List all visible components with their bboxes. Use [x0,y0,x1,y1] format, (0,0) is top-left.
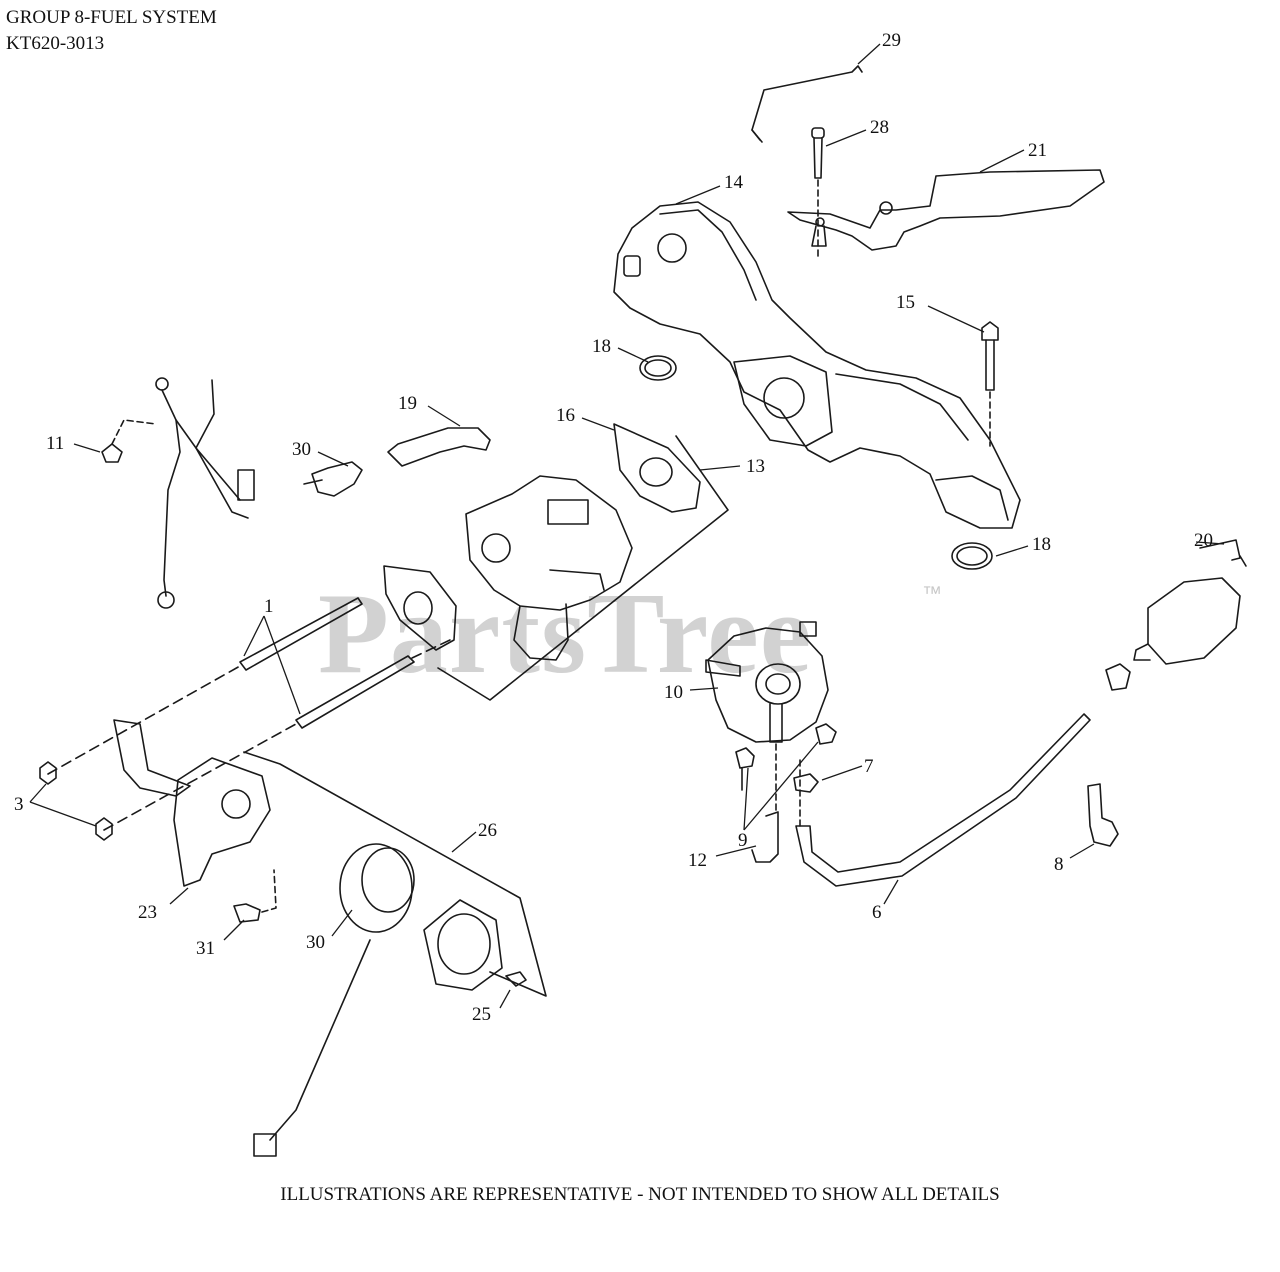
part-7-clamp [793,773,819,793]
part-21-lever [787,169,1105,251]
leader-lines [29,43,1225,1009]
callout-19: 19 [398,393,417,414]
part-3-nut-upper [39,761,57,785]
trademark-mark: ™ [922,583,942,605]
part-25-screw [505,971,527,987]
part-14-intake-manifold [613,201,1021,529]
part-26-bracket-outline [243,751,547,997]
part-16-gasket [613,423,701,513]
part-11-wire-harness [101,377,255,609]
callout-16: 16 [556,405,575,426]
part-19-hose [387,427,491,467]
part-31-bolt [233,903,261,923]
watermark: PartsTree [318,570,813,698]
callout-9: 9 [738,830,748,851]
callout-12: 12 [688,850,707,871]
part-13-bracket-outline [437,435,729,701]
callout-1: 1 [264,596,274,617]
part-18-oring-upper [639,355,677,381]
callout-8: 8 [1054,854,1064,875]
callout-25: 25 [472,1004,491,1025]
page-title: GROUP 8-FUEL SYSTEM [6,7,217,28]
callout-10: 10 [664,682,683,703]
callout-14: 14 [724,172,744,193]
gasket-plate [423,899,503,991]
part-18-oring-lower [951,542,993,570]
part-9-bolt-right [815,723,837,745]
part-8-clip [1087,783,1119,847]
callout-3: 3 [14,794,24,815]
carburetor-gasket [383,565,457,651]
callout-7: 7 [864,756,874,777]
part-9-bolt-left [735,747,755,769]
part-20-fuel-filter [1133,539,1247,665]
part-28-rod [751,65,863,141]
part-30-actuator [253,843,415,1157]
hose-clamp [1105,663,1131,691]
callout-labels: 29 28 21 14 15 18 18 19 16 13 11 30 1 3 … [14,30,1213,1025]
callout-21: 21 [1028,140,1047,161]
part-15-bolt [981,321,999,447]
part-29-fitting [303,461,363,497]
part-12-elbow [751,743,779,863]
part-10-fuel-pump [705,621,829,743]
callout-31: 31 [196,938,215,959]
callout-28: 29 [882,30,901,51]
callout-26: 26 [478,820,497,841]
part-6-fuel-hose [795,713,1091,887]
callout-18-lower: 18 [1032,534,1051,555]
carburetor [465,475,633,661]
callout-30: 30 [306,932,325,953]
model-number: KT620-3013 [6,33,105,54]
callout-6: 6 [872,902,882,923]
callout-29: 30 [292,439,311,460]
part-3-nut-lower [95,817,113,841]
callout-11: 11 [46,433,64,454]
disclaimer-footer: ILLUSTRATIONS ARE REPRESENTATIVE - NOT I… [280,1184,1000,1205]
callout-18-upper: 18 [592,336,611,357]
callout-27: 28 [870,117,889,138]
callout-13: 13 [746,456,765,477]
callout-20: 20 [1194,530,1213,551]
callout-15: 15 [896,292,915,313]
callout-23: 23 [138,902,157,923]
part-23-bracket [113,719,271,887]
part-1-studs [47,597,451,831]
